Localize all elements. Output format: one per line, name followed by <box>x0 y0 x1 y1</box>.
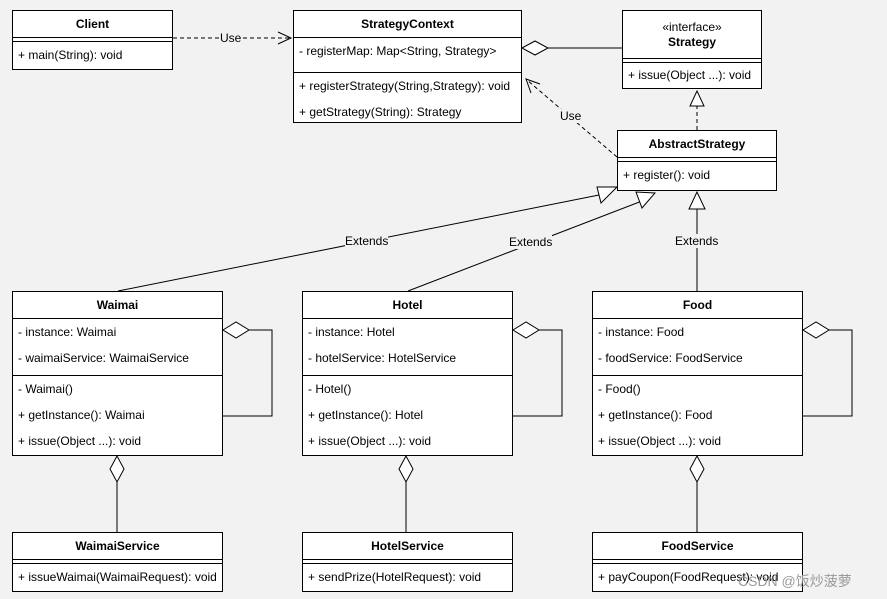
class-client[interactable]: Client + main(String): void <box>12 10 173 70</box>
class-food-service[interactable]: FoodService + payCoupon(FoodRequest): vo… <box>592 532 803 592</box>
arrowhead-abstract-context <box>525 78 541 94</box>
class-name: AbstractStrategy <box>648 137 746 151</box>
divider <box>13 37 172 42</box>
method-row: + issue(Object ...): void <box>18 434 142 448</box>
method-row: + getInstance(): Hotel <box>308 408 424 422</box>
interface-name: Strategy <box>667 35 717 49</box>
field-row: - waimaiService: WaimaiService <box>18 351 189 365</box>
field-row: - registerMap: Map<String, Strategy> <box>299 44 497 58</box>
stereotype: «interface» <box>662 20 722 34</box>
edge-label-client-use: Use <box>220 31 242 45</box>
self-aggregation-diamond-waimai <box>222 321 250 339</box>
aggregation-diamond-waimai-service <box>109 454 125 484</box>
class-waimai-service[interactable]: WaimaiService + issueWaimai(WaimaiReques… <box>12 532 223 592</box>
method-row: + getInstance(): Food <box>598 408 713 422</box>
method-row: - Hotel() <box>308 382 352 396</box>
aggregation-diamond-hotel-service <box>398 454 414 484</box>
method-row: + register(): void <box>623 168 711 182</box>
self-aggregation-waimai <box>223 329 273 417</box>
method-row: + payCoupon(FoodRequest): void <box>598 570 779 584</box>
divider <box>618 157 776 162</box>
realization-triangle <box>689 89 705 107</box>
divider <box>13 318 222 319</box>
divider <box>303 559 512 564</box>
class-waimai[interactable]: Waimai - instance: Waimai - waimaiServic… <box>12 291 223 456</box>
field-row: - instance: Hotel <box>308 325 395 339</box>
field-row: - foodService: FoodService <box>598 351 743 365</box>
method-row: + issue(Object ...): void <box>628 68 752 82</box>
edge-label-hotel-extends: Extends <box>509 235 553 249</box>
self-aggregation-hotel <box>513 329 563 417</box>
watermark: CSDN @饭炒菠萝 <box>738 573 852 589</box>
class-name: WaimaiService <box>75 539 160 553</box>
divider <box>294 37 521 38</box>
divider <box>593 559 802 564</box>
class-name: Client <box>75 17 110 31</box>
method-row: - Food() <box>598 382 641 396</box>
class-name: Hotel <box>392 298 423 312</box>
field-row: - instance: Food <box>598 325 685 339</box>
method-row: + getStrategy(String): Strategy <box>299 105 462 119</box>
class-name: FoodService <box>661 539 734 553</box>
divider <box>593 375 802 376</box>
class-hotel-service[interactable]: HotelService + sendPrize(HotelRequest): … <box>302 532 513 592</box>
method-row: + registerStrategy(String,Strategy): voi… <box>299 79 511 93</box>
field-row: - instance: Waimai <box>18 325 117 339</box>
divider <box>294 72 521 73</box>
method-row: - Waimai() <box>18 382 73 396</box>
class-hotel[interactable]: Hotel - instance: Hotel - hotelService: … <box>302 291 513 456</box>
self-aggregation-diamond-food <box>802 321 830 339</box>
arrowhead-client-context <box>277 31 293 45</box>
divider <box>623 58 761 63</box>
generalization-triangle-food <box>688 190 706 210</box>
class-name: Food <box>682 298 713 312</box>
class-food[interactable]: Food - instance: Food - foodService: Foo… <box>592 291 803 456</box>
divider <box>593 318 802 319</box>
edge-label-abstract-use: Use <box>560 109 582 123</box>
class-name: HotelService <box>371 539 444 553</box>
method-row: + sendPrize(HotelRequest): void <box>308 570 482 584</box>
self-aggregation-diamond-hotel <box>512 321 540 339</box>
edge-label-waimai-extends: Extends <box>345 234 389 248</box>
generalization-triangle-waimai <box>596 186 619 204</box>
edge-label-food-extends: Extends <box>675 234 719 248</box>
method-row: + issueWaimai(WaimaiRequest): void <box>18 570 217 584</box>
class-name: StrategyContext <box>361 17 454 31</box>
class-name: «interface» Strategy <box>623 11 761 50</box>
class-name: Waimai <box>96 298 139 312</box>
generalization-triangle-hotel <box>635 191 657 209</box>
aggregation-diamond-context <box>520 40 550 56</box>
class-strategy-context[interactable]: StrategyContext - registerMap: Map<Strin… <box>293 10 522 123</box>
divider <box>13 375 222 376</box>
method-row: + getInstance(): Waimai <box>18 408 145 422</box>
method-row: + issue(Object ...): void <box>308 434 432 448</box>
method-row: + issue(Object ...): void <box>598 434 722 448</box>
method-row: + main(String): void <box>18 48 123 62</box>
class-strategy[interactable]: «interface» Strategy + issue(Object ...)… <box>622 10 762 89</box>
divider <box>303 318 512 319</box>
divider <box>303 375 512 376</box>
aggregation-diamond-food-service <box>689 454 705 484</box>
class-abstract-strategy[interactable]: AbstractStrategy + register(): void <box>617 130 777 191</box>
self-aggregation-food <box>803 329 853 417</box>
field-row: - hotelService: HotelService <box>308 351 457 365</box>
divider <box>13 559 222 564</box>
